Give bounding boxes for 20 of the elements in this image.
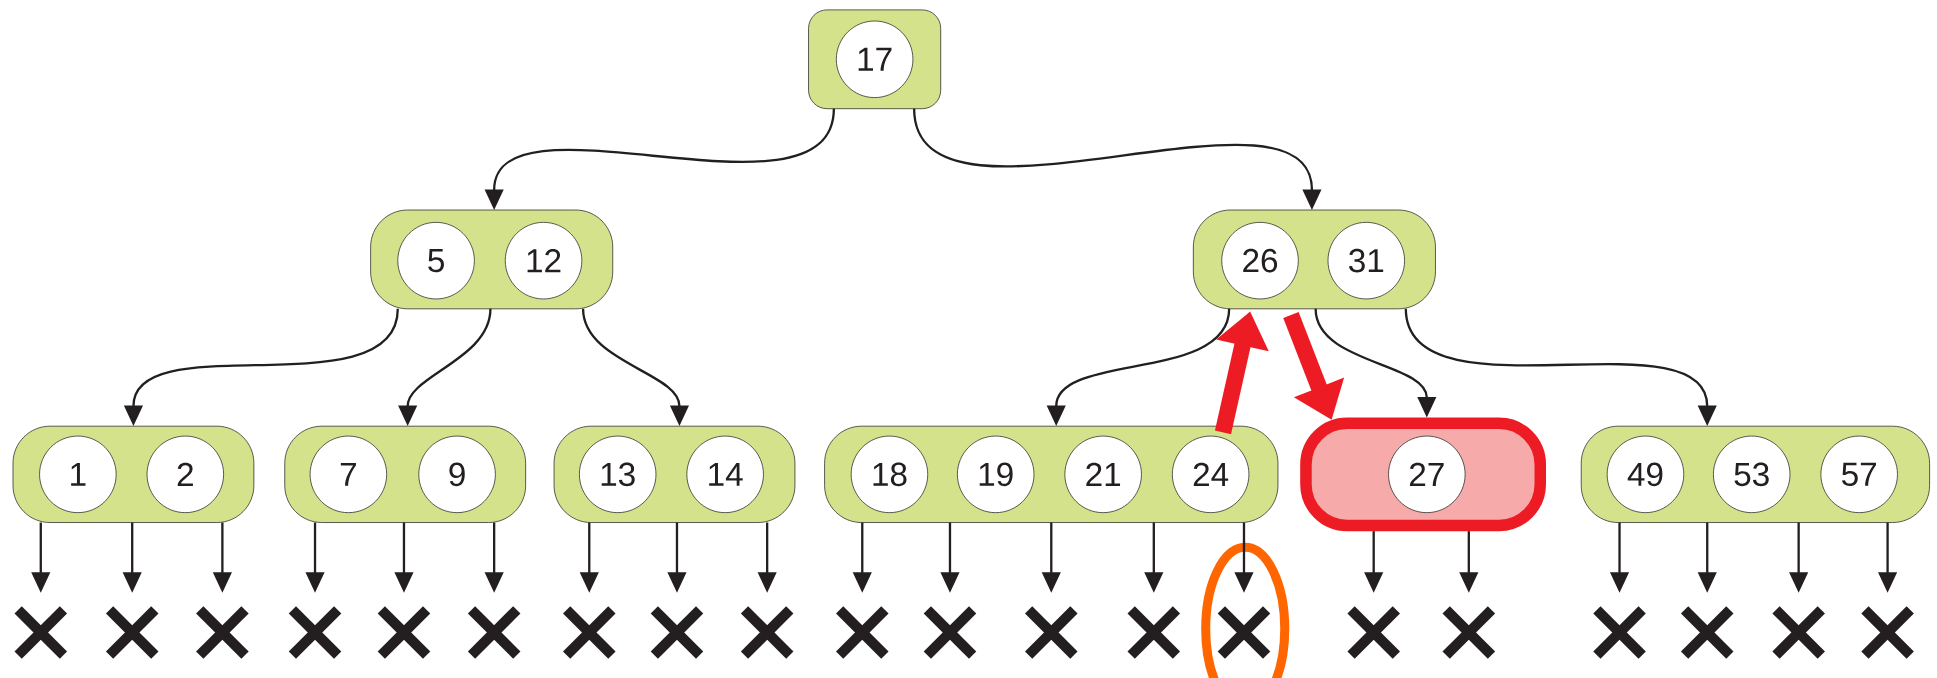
null-cross <box>14 606 68 659</box>
null-cross <box>288 606 342 659</box>
null-cross <box>1442 606 1496 659</box>
null-cross <box>1217 606 1271 659</box>
null-cross <box>467 606 521 659</box>
null-cross <box>1025 606 1078 659</box>
null-cross <box>836 606 889 659</box>
null-cross <box>1861 606 1914 659</box>
null-cross <box>1593 606 1646 659</box>
null-cross <box>1680 606 1734 659</box>
null-cross <box>196 606 249 659</box>
null-cross <box>563 606 616 659</box>
null-cross <box>1347 606 1400 659</box>
null-cross <box>377 606 431 659</box>
null-cross <box>740 606 794 659</box>
null-cross <box>1127 606 1181 659</box>
null-cross <box>105 606 159 659</box>
null-cross <box>923 606 977 659</box>
null-cross <box>650 606 704 659</box>
null-cross <box>1772 606 1825 659</box>
